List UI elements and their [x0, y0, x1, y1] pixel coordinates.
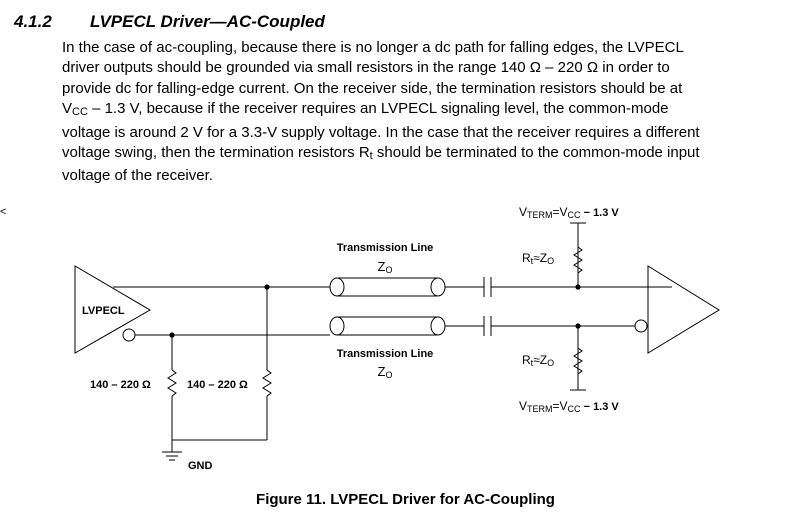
vterm-v: V	[519, 399, 527, 413]
left-resistor	[167, 369, 177, 397]
driver-inverting-bubble	[122, 328, 136, 342]
z0-sub: O	[385, 370, 392, 380]
margin-change-mark: <	[0, 206, 7, 218]
junction-dot	[575, 323, 581, 329]
rt-main: R	[522, 353, 531, 367]
vterm-sub: TERM	[527, 404, 553, 414]
res-right-label: 140 – 220 Ω	[187, 379, 248, 391]
rt-bottom-label: Rt≈ZO	[522, 353, 554, 368]
z0-main: Z	[378, 259, 386, 274]
paragraph-line: voltage swing, then the termination resi…	[62, 143, 797, 166]
vcc-subscript: CC	[72, 106, 88, 119]
top-term-resistor	[573, 246, 583, 274]
z0-bottom-label: ZO	[378, 364, 393, 380]
rt-sub: t	[531, 358, 534, 368]
gnd-label: GND	[188, 460, 213, 472]
vterm-sub: TERM	[527, 210, 553, 220]
tline-bottom-right-end	[430, 316, 446, 336]
z0-top-label: ZO	[378, 259, 393, 275]
vterm-tail: − 1.3 V	[581, 207, 620, 219]
tline-top-label: Transmission Line	[337, 242, 434, 254]
paragraph-line: voltage is around 2 V for a 3.3-V supply…	[62, 123, 700, 141]
paragraph-line: In the case of ac-coupling, because ther…	[62, 39, 684, 56]
vterm-top-label: VTERM=VCC − 1.3 V	[519, 205, 619, 220]
rt-approx: ≈	[533, 251, 540, 265]
driver-label: LVPECL	[82, 305, 125, 317]
vterm-eq: =V	[553, 399, 568, 413]
vterm-eq: =V	[553, 205, 568, 219]
res-left-label: 140 – 220 Ω	[90, 379, 151, 391]
tline-top-left-end	[329, 277, 345, 297]
rt-z: Z	[540, 251, 547, 265]
rt-z: Z	[540, 353, 547, 367]
bottom-term-resistor	[573, 347, 583, 375]
tline-top-right-end	[430, 277, 446, 297]
paragraph-line: driver outputs should be grounded via sm…	[62, 59, 670, 77]
z0-main: Z	[378, 364, 386, 379]
rt-zsub: O	[547, 358, 554, 368]
vcc-v: V	[62, 100, 73, 118]
body-paragraph: In the case of ac-coupling, because ther…	[62, 38, 797, 187]
section-title: LVPECL Driver—AC-Coupled	[90, 12, 325, 31]
paragraph-line: VCC – 1.3 V, because if the receiver req…	[62, 99, 797, 122]
rt-sub: t	[531, 256, 534, 266]
tline-bottom-left-end	[329, 316, 345, 336]
vterm-cc: CC	[568, 210, 581, 220]
rt-approx: ≈	[533, 353, 540, 367]
tline-bottom-label: Transmission Line	[337, 348, 434, 360]
z0-sub: O	[385, 265, 392, 275]
vterm-v: V	[519, 205, 527, 219]
paragraph-line: voltage of the receiver.	[62, 167, 213, 185]
rt-main: R	[522, 251, 531, 265]
vterm-bottom-label: VTERM=VCC − 1.3 V	[519, 399, 619, 414]
receiver-triangle	[647, 265, 720, 354]
rt-zsub: O	[547, 256, 554, 266]
paragraph-line: provide dc for falling-edge current. On …	[62, 79, 683, 97]
vterm-cc: CC	[568, 404, 581, 414]
paragraph-line-text: voltage swing, then the termination resi…	[62, 144, 370, 162]
section-number: 4.1.2	[14, 12, 52, 31]
junction-dot	[264, 284, 270, 290]
paragraph-line-text: – 1.3 V, because if the receiver require…	[87, 100, 669, 118]
vterm-tail: − 1.3 V	[581, 401, 620, 413]
receiver-inverting-bubble	[634, 319, 648, 333]
rt-subscript: t	[369, 150, 373, 163]
paragraph-line-text: should be terminated to the common-mode …	[372, 144, 700, 162]
junction-dot	[169, 332, 175, 338]
rt-top-label: Rt≈ZO	[522, 251, 554, 266]
right-resistor	[262, 369, 272, 397]
driver-triangle	[74, 265, 151, 354]
junction-dot	[575, 284, 581, 290]
figure-caption: Figure 11. LVPECL Driver for AC-Coupling	[256, 491, 555, 508]
